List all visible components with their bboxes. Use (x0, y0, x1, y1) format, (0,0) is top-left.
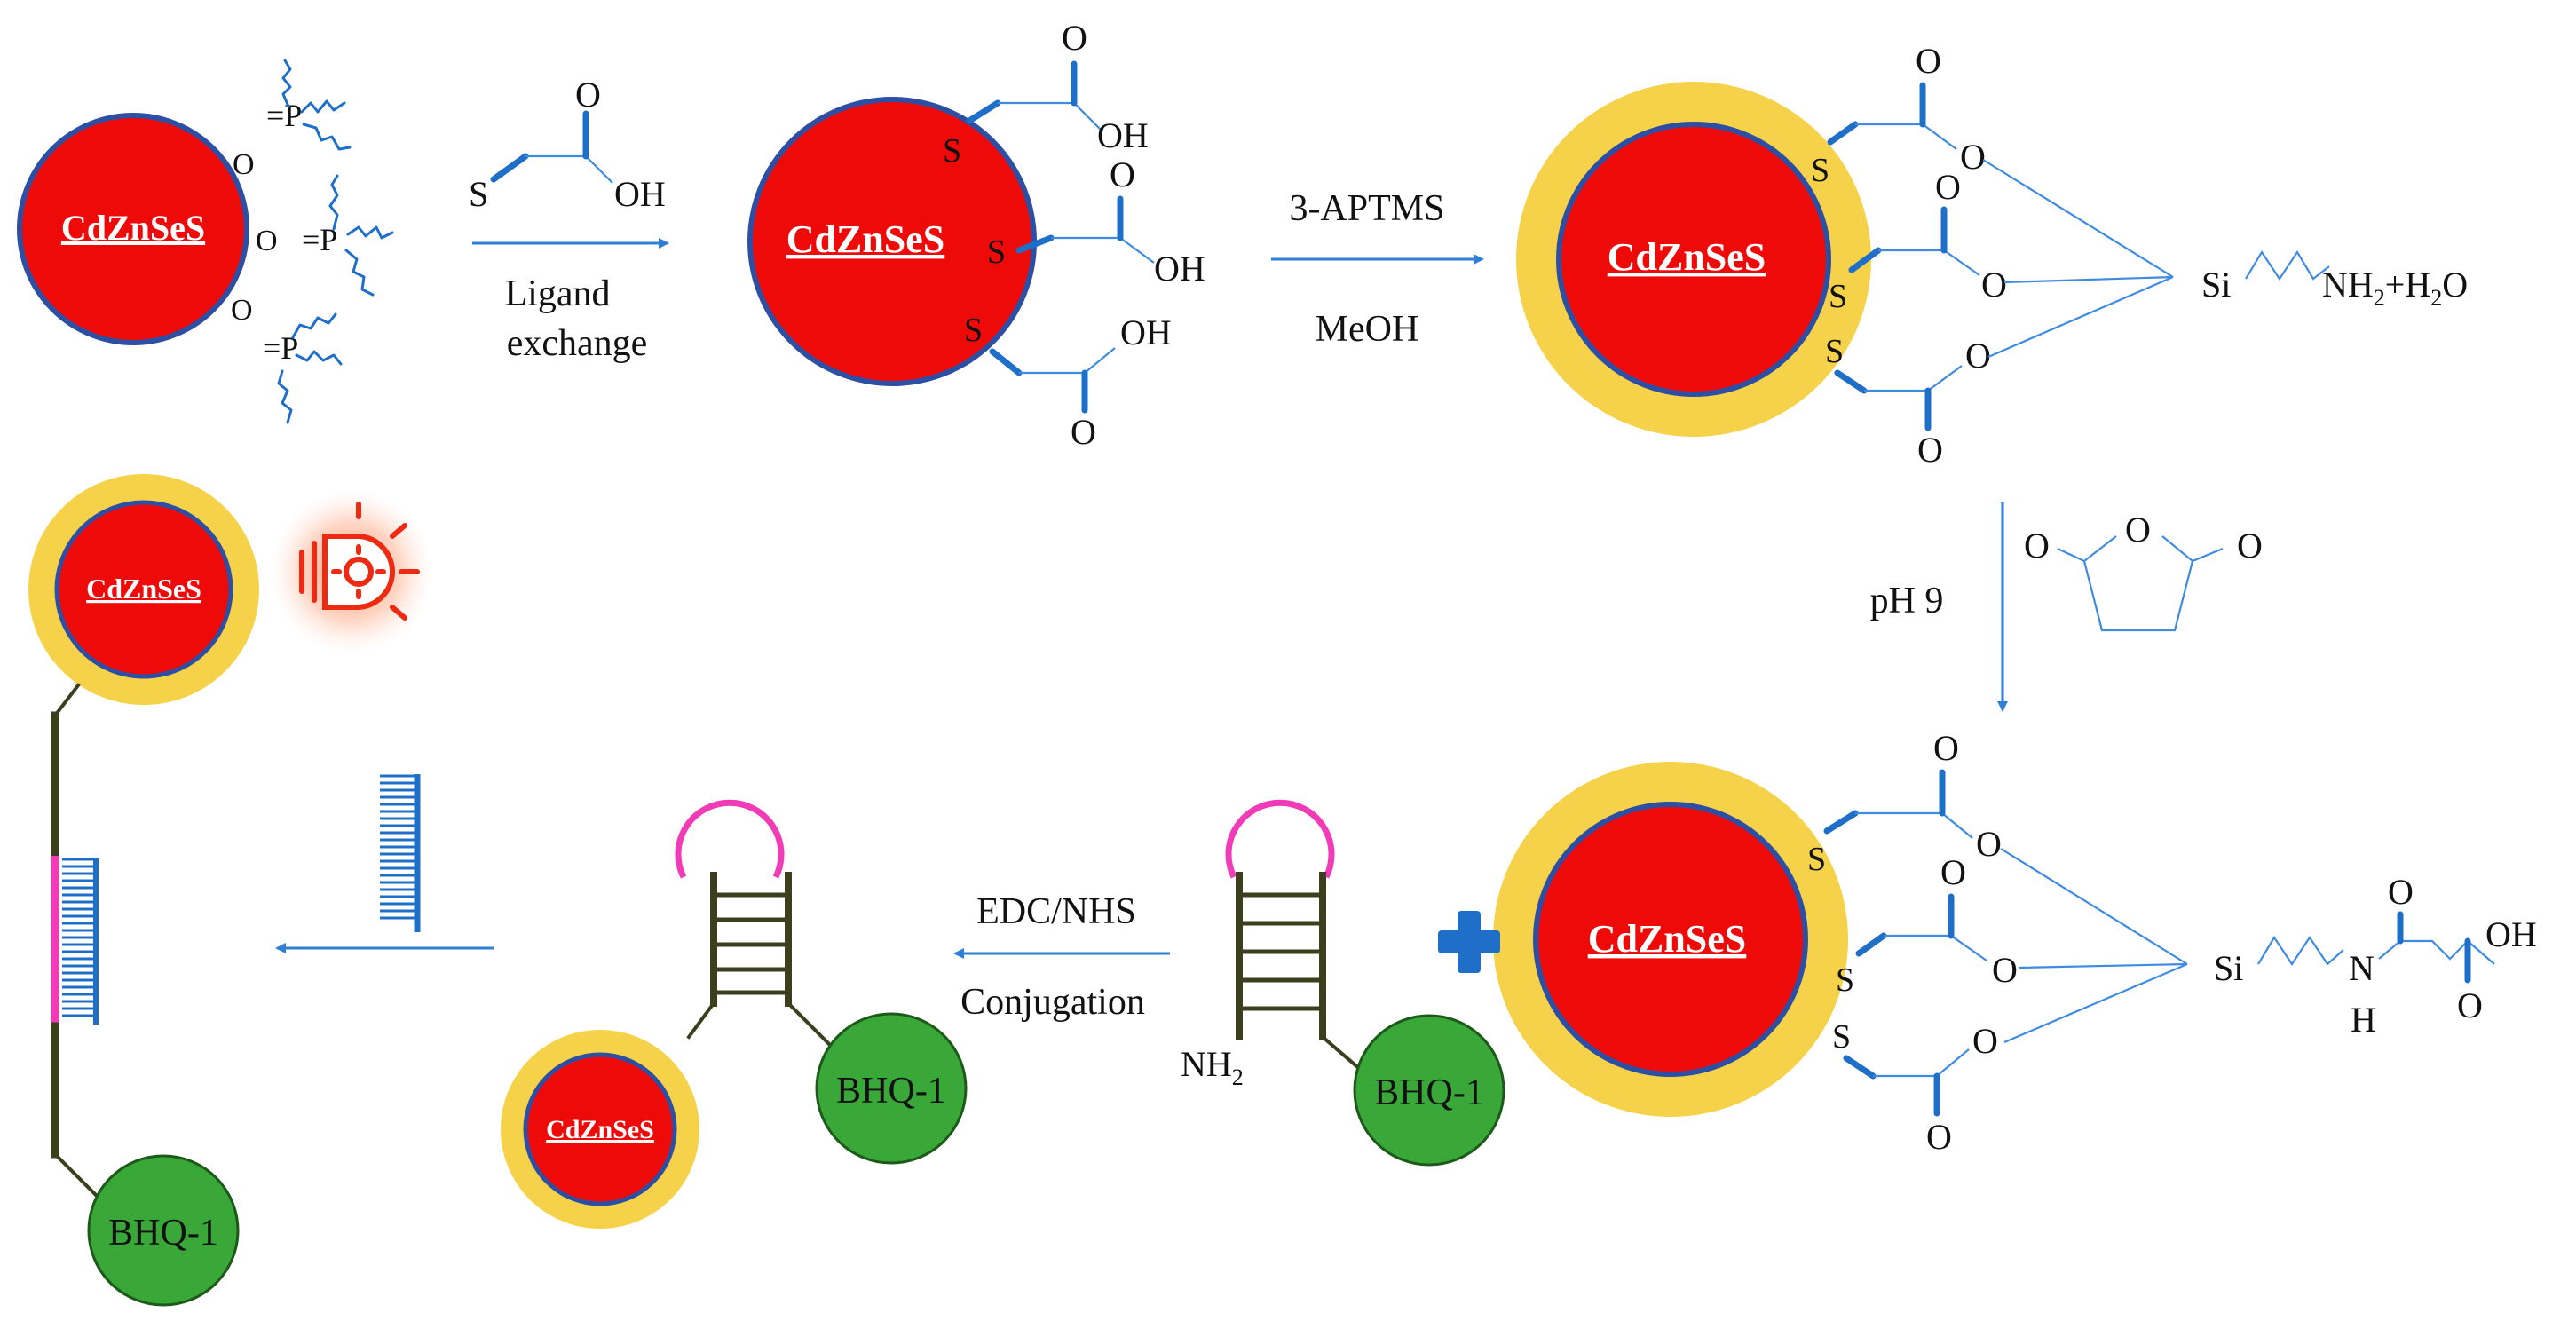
qd-silanized: CdZnSeS S O O S O O S O O Si NH2+H2O (1516, 41, 2468, 470)
qd-label: CdZnSeS (786, 218, 945, 261)
atom-o: O (1935, 167, 1961, 207)
quencher-bhq1 (87, 1154, 240, 1307)
atom-oh: OH (1120, 312, 1172, 352)
atom-o: O (233, 148, 255, 181)
atom-o: O (1917, 430, 1943, 470)
plus-icon (1438, 911, 1500, 973)
step-ligand-exchange-line2: exchange (507, 323, 648, 364)
atom-oh: OH (2485, 914, 2537, 954)
atom-oh: OH (614, 174, 666, 214)
quencher-label: BHQ-1 (108, 1213, 218, 1254)
qd-beacon-conjugate: CdZnSeS BHQ-1 (501, 799, 968, 1229)
step-succinylation-condition: pH 9 (1870, 581, 1944, 621)
qd-beacon-open: CdZnSeS BHQ-1 (28, 474, 259, 1307)
atom-o: O (1916, 41, 1941, 81)
atom-s: S (1825, 333, 1844, 370)
arrow-ligand-exchange: Ligand exchange (472, 238, 669, 364)
step-conjugation-bottom: Conjugation (960, 982, 1145, 1023)
atom-o: O (2457, 985, 2483, 1025)
atom-o: O (1071, 412, 1096, 452)
atom-s: S (1811, 152, 1829, 189)
step-silanization-top: 3-APTMS (1289, 188, 1444, 229)
quencher-label: BHQ-1 (836, 1071, 946, 1112)
light-bulb-signal-icon (270, 490, 433, 653)
arrow-conjugation: EDC/NHS Conjugation (953, 891, 1170, 1023)
atom-s: S (1832, 1018, 1851, 1056)
beacon-loop (675, 799, 785, 879)
atom-si: Si (2201, 265, 2231, 305)
molecular-beacon: NH2 BHQ-1 (1181, 799, 1505, 1167)
atom-o: O (1972, 1021, 1998, 1061)
arrow-succinylation: pH 9 (1870, 502, 2008, 712)
quencher-bhq1 (1353, 1014, 1505, 1167)
atom-o: O (1992, 950, 2018, 990)
succinic-anhydride: O O O (2024, 510, 2263, 632)
qd-core (1556, 122, 1831, 397)
qd-label: CdZnSeS (86, 573, 201, 605)
atom-o: O (1933, 728, 1959, 768)
atom-eqp: =P (302, 222, 337, 257)
qd-label: CdZnSeS (1588, 917, 1747, 961)
step-silanization-bottom: MeOH (1316, 309, 1419, 350)
atom-eqp: =P (266, 98, 302, 133)
atom-s: S (964, 312, 983, 349)
amine-label: NH2 (1181, 1044, 1244, 1090)
atom-o: O (575, 75, 601, 115)
qd-carboxylated: CdZnSeS S O O S O O S O O Si N H O O OH (1493, 728, 2537, 1157)
atom-n: N (2349, 948, 2375, 988)
hybridized-target-strand (62, 858, 99, 1025)
qd-core (54, 500, 233, 679)
atom-o: O (2125, 510, 2151, 550)
atom-o: O (1940, 852, 1966, 892)
thioglycolic-acid: S O OH (469, 75, 666, 214)
atom-o: O (1110, 154, 1135, 194)
qd-core (17, 113, 249, 345)
atom-s: S (1807, 841, 1826, 878)
atom-o: O (2388, 872, 2414, 912)
atom-o: O (1976, 824, 2002, 864)
atom-o: O (2237, 526, 2263, 566)
atom-s: S (1829, 278, 1847, 315)
atom-si: Si (2214, 948, 2243, 988)
qd-core (1533, 802, 1808, 1077)
beacon-loop (1225, 799, 1335, 879)
atom-o: O (2024, 526, 2050, 566)
atom-s: S (987, 233, 1006, 271)
quencher-label: BHQ-1 (1374, 1072, 1484, 1113)
atom-o: O (231, 294, 253, 327)
atom-o: O (1062, 18, 1087, 58)
qd-initial: CdZnSeS O =P O =P O =P (17, 59, 394, 424)
atom-h: H (2351, 1000, 2376, 1040)
atom-oh: OH (1154, 249, 1205, 289)
atom-o: O (1926, 1117, 1952, 1157)
atom-s: S (1836, 961, 1854, 999)
atom-s: S (469, 174, 488, 214)
atom-s: S (943, 132, 961, 170)
atom-o: O (1965, 336, 1991, 376)
atom-oh: OH (1097, 115, 1149, 155)
quencher-bhq1 (815, 1012, 968, 1165)
atom-o: O (1960, 137, 1986, 177)
qd-label: CdZnSeS (1608, 235, 1766, 279)
atom-o: O (1981, 265, 2007, 305)
amine-water-label: NH2+H2O (2322, 265, 2468, 311)
arrow-hybridization (275, 774, 494, 953)
qd-label: CdZnSeS (546, 1115, 654, 1144)
step-conjugation-top: EDC/NHS (976, 891, 1136, 932)
qd-label: CdZnSeS (61, 208, 205, 248)
qd-tga-capped: CdZnSeS S O OH S O OH S O OH (747, 18, 1205, 452)
arrow-silanization: 3-APTMS MeOH (1271, 188, 1484, 350)
complementary-strand-icon (380, 774, 421, 932)
atom-o: O (256, 225, 278, 257)
step-ligand-exchange-line1: Ligand (505, 273, 611, 314)
qd-core (523, 1052, 677, 1206)
